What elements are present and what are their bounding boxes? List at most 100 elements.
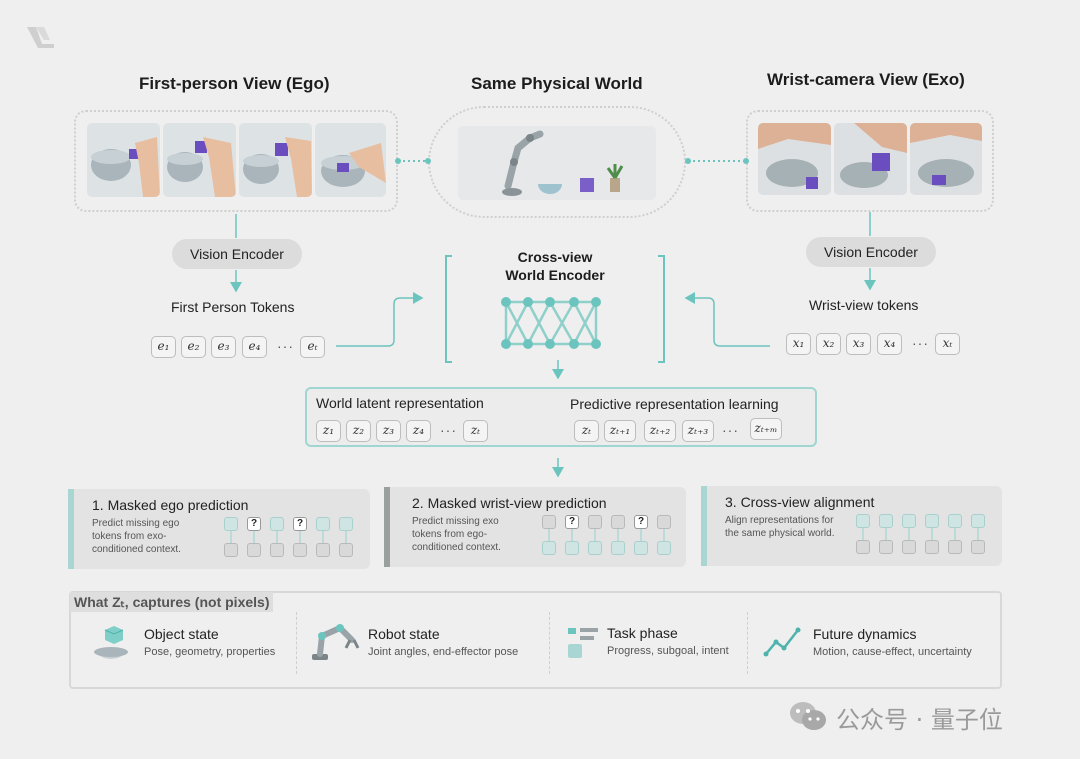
capture-subtitle: Progress, subgoal, intent <box>607 645 729 657</box>
token-square <box>856 514 870 528</box>
world-photo <box>458 126 656 200</box>
task-description: Predict missing exo tokens from ego-cond… <box>412 516 501 553</box>
capture-title: Robot state <box>368 626 440 642</box>
masked-token: ? <box>565 515 579 529</box>
capture-subtitle: Motion, cause-effect, uncertainty <box>813 646 972 658</box>
exo-token: x₁ <box>786 333 811 355</box>
predictive-learning-title: Predictive representation learning <box>570 396 779 412</box>
token-square <box>879 540 893 554</box>
token-square <box>247 543 261 557</box>
divider <box>296 612 297 674</box>
token-square <box>293 543 307 557</box>
world-view-title: Same Physical World <box>471 74 643 93</box>
token-square <box>879 514 893 528</box>
task-accent-bar <box>68 489 74 569</box>
first-person-tokens-label: First Person Tokens <box>171 299 295 315</box>
wrist-view-tokens-label: Wrist-view tokens <box>809 297 919 313</box>
ego-photo-1 <box>87 123 160 197</box>
masked-token: ? <box>634 515 648 529</box>
cross-view-encoder-line2: World Encoder <box>505 267 605 283</box>
latent-token: z₄ <box>406 420 431 442</box>
capture-title: Future dynamics <box>813 626 917 642</box>
ego-vision-encoder: Vision Encoder <box>172 239 302 269</box>
cross-view-encoder-title: Cross-view World Encoder <box>480 248 630 284</box>
task-description: Predict missing ego tokens from exo-cond… <box>92 518 181 555</box>
ego-token: e₄ <box>242 336 267 358</box>
captures-panel <box>69 591 1002 689</box>
task-title: 1. Masked ego prediction <box>92 497 249 513</box>
masked-token: ? <box>247 517 261 531</box>
task-description: Align representations for the same physi… <box>725 515 835 539</box>
ego-view-title: First-person View (Ego) <box>139 74 330 93</box>
token-square <box>611 541 625 555</box>
token-square <box>657 515 671 529</box>
token-square <box>948 540 962 554</box>
token-square <box>657 541 671 555</box>
task-list-icon <box>566 624 600 660</box>
exo-photo-2 <box>834 123 907 195</box>
exo-token: x₂ <box>816 333 841 355</box>
token-square <box>224 517 238 531</box>
capture-title: Object state <box>144 626 219 642</box>
token-square <box>565 541 579 555</box>
captures-header: What Zₜ, captures (not pixels) <box>70 592 274 612</box>
capture-subtitle: Joint angles, end-effector pose <box>368 646 519 658</box>
latent-token: z₃ <box>376 420 401 442</box>
token-square <box>339 517 353 531</box>
ego-photo-3 <box>239 123 312 197</box>
latent-token: z₂ <box>346 420 371 442</box>
token-square <box>339 543 353 557</box>
predicted-token: zₜ₊₃ <box>682 420 714 442</box>
cross-view-encoder-line1: Cross-view <box>517 249 593 265</box>
task-cross-view-alignment: 3. Cross-view alignment Align representa… <box>701 486 1002 566</box>
token-square <box>971 540 985 554</box>
token-square <box>971 514 985 528</box>
token-square <box>224 543 238 557</box>
network-graph-icon <box>501 297 601 349</box>
exo-photo-1 <box>758 123 831 195</box>
watermark-text: 公众号 · 量子位 <box>836 706 1003 734</box>
task-masked-ego: 1. Masked ego prediction Predict missing… <box>68 489 370 569</box>
latent-token: zₜ <box>463 420 488 442</box>
world-latent-title: World latent representation <box>316 395 484 411</box>
trend-line-icon <box>762 626 802 658</box>
divider <box>549 612 550 674</box>
logo-icon <box>24 24 58 50</box>
token-square <box>856 540 870 554</box>
token-square <box>542 541 556 555</box>
token-square <box>925 540 939 554</box>
token-square <box>542 515 556 529</box>
ego-photo-4 <box>315 123 386 197</box>
capture-title: Task phase <box>607 625 678 641</box>
capture-subtitle: Pose, geometry, properties <box>144 646 276 658</box>
exo-vision-encoder: Vision Encoder <box>806 237 936 267</box>
predicted-token: zₜ <box>574 420 599 442</box>
predicted-token: zₜ₊₁ <box>604 420 636 442</box>
exo-view-title: Wrist-camera View (Exo) <box>767 70 965 89</box>
task-accent-bar <box>384 487 390 567</box>
token-square <box>316 517 330 531</box>
ego-token-ellipsis: ··· <box>277 338 294 354</box>
token-square <box>611 515 625 529</box>
predicted-token: zₜ₊₂ <box>644 420 676 442</box>
token-square <box>925 514 939 528</box>
cube-bowl-icon <box>92 624 130 666</box>
masked-token: ? <box>293 517 307 531</box>
exo-token: x₃ <box>846 333 871 355</box>
latent-token: z₁ <box>316 420 341 442</box>
ego-photo-2 <box>163 123 236 197</box>
token-square <box>634 541 648 555</box>
robot-arm-icon <box>310 622 360 662</box>
ego-token: e₃ <box>211 336 236 358</box>
divider <box>747 612 748 674</box>
task-title: 2. Masked wrist-view prediction <box>412 495 607 511</box>
token-square <box>270 543 284 557</box>
task-accent-bar <box>701 486 707 566</box>
latent-right-ellipsis: ··· <box>722 422 739 438</box>
ego-token: e₂ <box>181 336 206 358</box>
token-square <box>902 514 916 528</box>
ego-token: eₜ <box>300 336 325 358</box>
exo-token: xₜ <box>935 333 960 355</box>
